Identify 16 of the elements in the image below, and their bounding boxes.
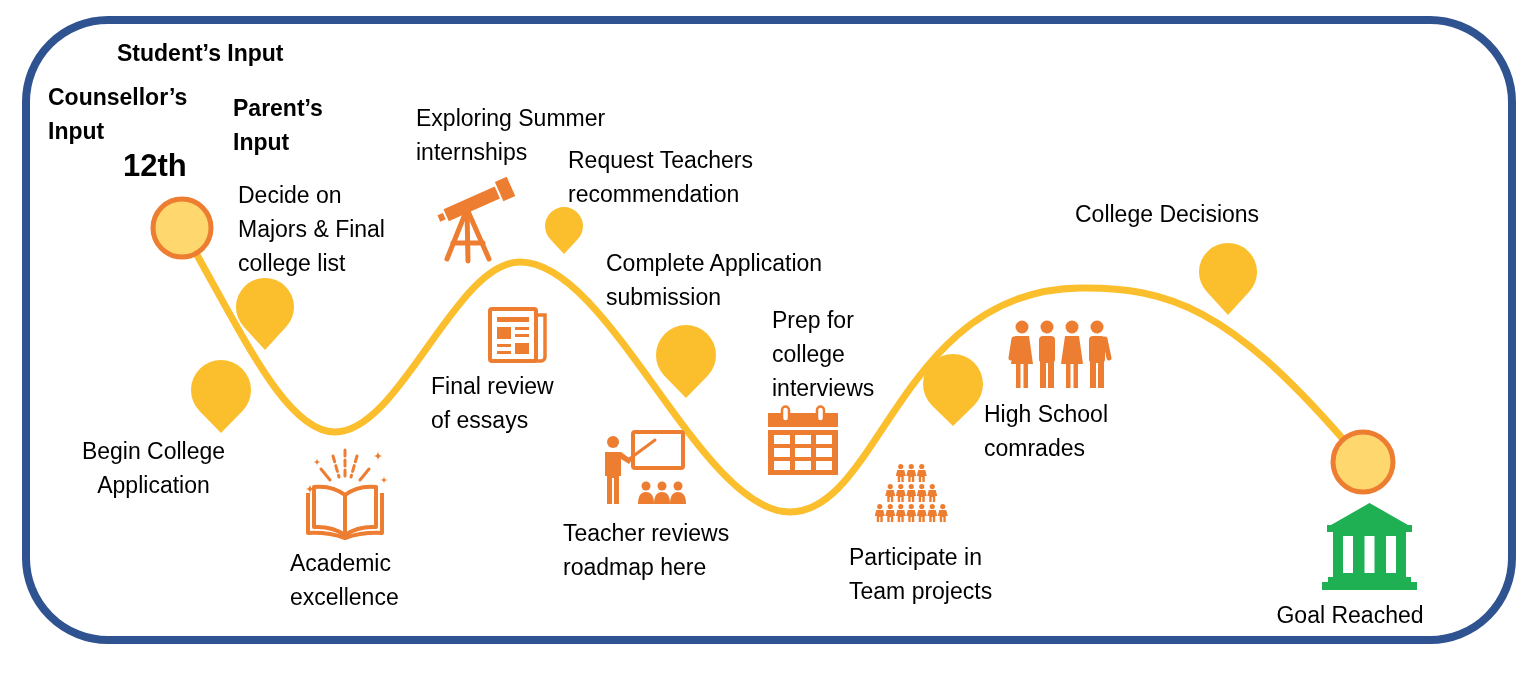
- milestone-label: Academic excellence: [290, 549, 400, 612]
- goal-circle: [1330, 429, 1396, 495]
- input-heading: Counsellor’s Input: [48, 83, 189, 146]
- grade-label: 12th: [123, 148, 187, 184]
- milestone-label: High School comrades: [984, 400, 1110, 463]
- milestone-label: Participate in Team projects: [849, 543, 994, 606]
- milestone-label: Decide on Majors & Final college list: [238, 181, 386, 278]
- milestone-label: Request Teachers recommendation: [568, 146, 754, 209]
- winding-road: [193, 252, 1346, 516]
- goal-label: Goal Reached: [1275, 601, 1425, 630]
- milestone-label: College Decisions: [1075, 200, 1261, 229]
- input-heading: Parent’s Input: [233, 94, 324, 157]
- input-heading: Student’s Input: [117, 39, 285, 68]
- milestone-label: Begin College Application: [81, 437, 226, 500]
- milestone-label: Final review of essays: [431, 372, 555, 435]
- milestone-label: Teacher reviews roadmap here: [563, 519, 731, 582]
